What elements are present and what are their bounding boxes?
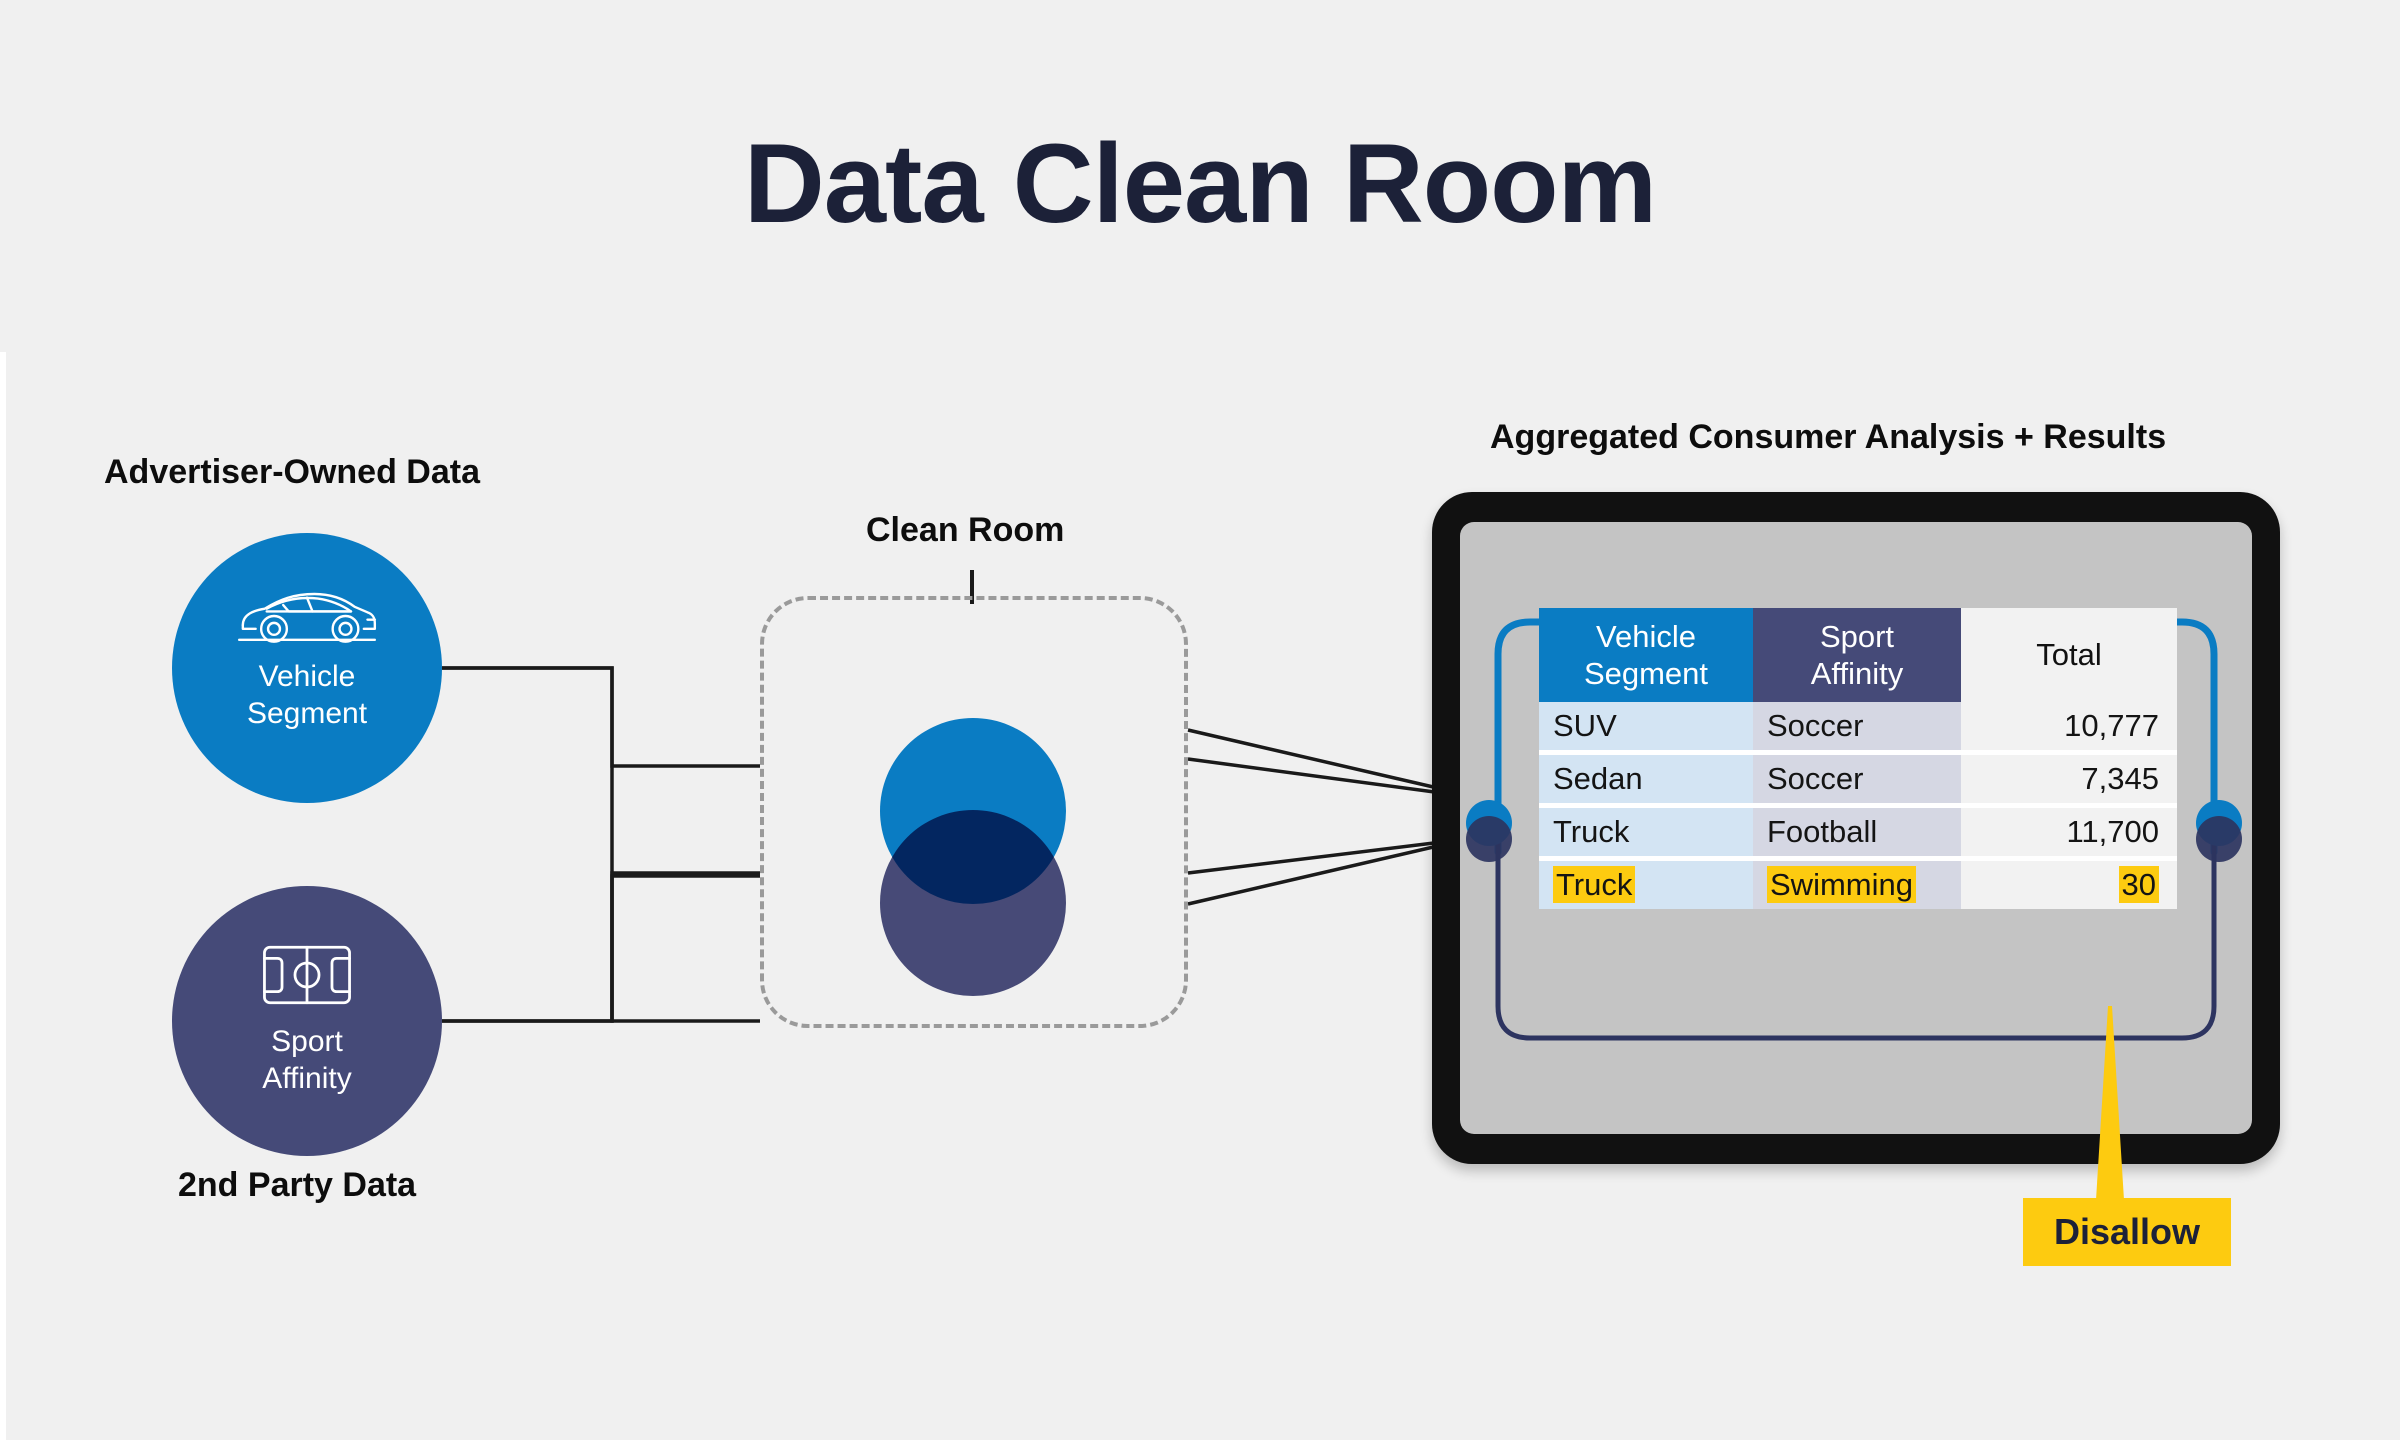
vehicle-segment-label: Vehicle Segment <box>246 660 368 730</box>
sport-affinity-node[interactable]: Sport Affinity <box>172 886 442 1156</box>
loop-node-right <box>2196 800 2242 862</box>
venn-diagram <box>880 718 1066 996</box>
table-row: Truck Football 11,700 <box>1539 803 2177 856</box>
loop-node-right-navy <box>2196 816 2242 862</box>
results-table: Vehicle Segment Sport Affinity Total SUV… <box>1539 608 2177 909</box>
disallow-label: Disallow <box>2053 1211 2201 1252</box>
car-icon <box>237 592 377 643</box>
table-body: SUV Soccer 10,777 Sedan Soccer 7,345 Tru… <box>1539 702 2177 909</box>
left-edge-strip <box>0 352 6 1440</box>
cell-sport-affinity: Soccer <box>1753 750 1961 803</box>
highlight-total: 30 <box>2118 866 2159 903</box>
highlight-sport-affinity: Swimming <box>1767 866 1916 903</box>
clean-room-boundary <box>760 596 1188 1028</box>
page-title: Data Clean Room <box>743 121 1657 246</box>
disallow-callout[interactable]: Disallow <box>2023 1198 2231 1266</box>
column-header-total: Total <box>1961 608 2177 702</box>
clean-room-heading: Clean Room <box>866 511 1065 549</box>
cell-sport-affinity: Soccer <box>1753 702 1961 750</box>
cell-total: 30 <box>1961 856 2177 909</box>
soccer-field-icon <box>263 945 351 1005</box>
loop-node-left-navy <box>1466 816 1512 862</box>
sport-affinity-label: Sport Affinity <box>262 1025 352 1095</box>
cell-sport-affinity: Swimming <box>1753 856 1961 909</box>
cell-vehicle-segment: Truck <box>1539 803 1753 856</box>
column-header-sport-affinity: Sport Affinity <box>1753 608 1961 702</box>
vehicle-segment-node[interactable]: Vehicle Segment <box>172 533 442 803</box>
column-header-vehicle-segment: Vehicle Segment <box>1539 608 1753 702</box>
cell-vehicle-segment: Sedan <box>1539 750 1753 803</box>
table-row-highlighted: Truck Swimming 30 <box>1539 856 2177 909</box>
results-heading: Aggregated Consumer Analysis + Results <box>1490 418 2167 456</box>
highlight-vehicle-segment: Truck <box>1553 866 1636 903</box>
cell-vehicle-segment: Truck <box>1539 856 1753 909</box>
cell-total: 11,700 <box>1961 803 2177 856</box>
cell-sport-affinity: Football <box>1753 803 1961 856</box>
table-header-row: Vehicle Segment Sport Affinity Total <box>1539 608 2177 702</box>
disallow-pointer <box>2096 1006 2124 1200</box>
cell-total: 7,345 <box>1961 750 2177 803</box>
advertiser-data-heading: Advertiser-Owned Data <box>104 453 480 491</box>
second-party-data-heading: 2nd Party Data <box>178 1166 417 1204</box>
venn-circle-sport <box>880 810 1066 996</box>
table-row: SUV Soccer 10,777 <box>1539 702 2177 750</box>
loop-node-left <box>1466 800 1512 862</box>
table-header: Vehicle Segment Sport Affinity Total <box>1539 608 2177 702</box>
cell-total: 10,777 <box>1961 702 2177 750</box>
table-row: Sedan Soccer 7,345 <box>1539 750 2177 803</box>
cell-vehicle-segment: SUV <box>1539 702 1753 750</box>
